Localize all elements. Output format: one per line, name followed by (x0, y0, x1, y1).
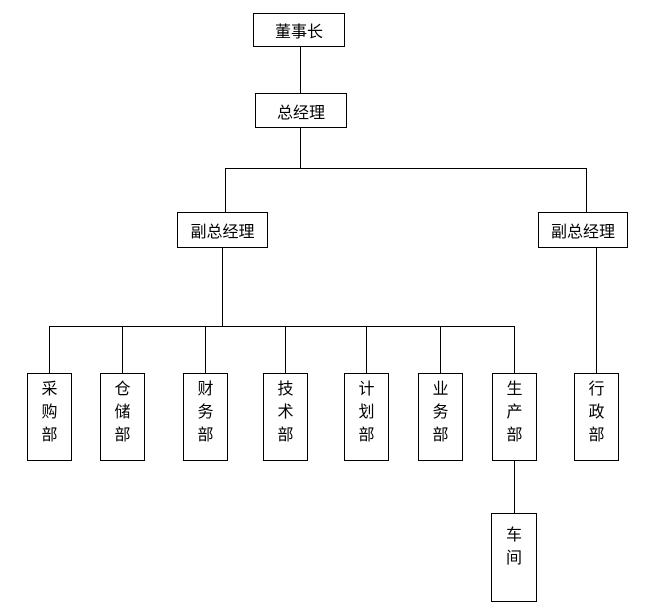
connector-drop-dept-4 (285, 326, 286, 373)
node-chairman-label: 董事长 (274, 24, 323, 41)
node-dept-finance-label: 财务部 (197, 380, 214, 444)
node-dept-finance: 财务部 (183, 373, 228, 461)
node-dept-business: 业务部 (418, 373, 463, 461)
node-dept-warehousing: 仓储部 (100, 373, 145, 461)
node-dept-technology: 技术部 (263, 373, 308, 461)
connector-deputy-left-drop (225, 168, 226, 212)
node-dept-purchasing: 采购部 (27, 373, 72, 461)
node-deputy-gm-left-label: 副总经理 (190, 224, 255, 241)
connector-drop-dept-7 (514, 326, 515, 373)
connector-gm-down (300, 128, 301, 168)
connector-deputy-right-drop (586, 168, 587, 212)
connector-drop-dept-6 (440, 326, 441, 373)
node-dept-planning: 计划部 (344, 373, 389, 461)
connector-deputy-horizontal (225, 168, 587, 169)
connector-deputy-right-down (596, 248, 597, 373)
node-deputy-gm-left: 副总经理 (177, 212, 268, 248)
node-chairman: 董事长 (253, 13, 345, 47)
node-general-manager-label: 总经理 (276, 104, 325, 122)
node-workshop: 车间 (491, 513, 537, 602)
connector-drop-dept-5 (366, 326, 367, 373)
connector-drop-dept-1 (49, 326, 50, 373)
node-dept-purchasing-label: 采购部 (41, 380, 58, 444)
node-general-manager: 总经理 (255, 93, 347, 128)
connector-departments-horizontal (49, 326, 515, 327)
node-dept-planning-label: 计划部 (358, 380, 375, 444)
node-dept-administration-label: 行政部 (588, 380, 605, 444)
node-dept-production-label: 生产部 (506, 380, 523, 444)
node-dept-warehousing-label: 仓储部 (114, 380, 131, 444)
node-workshop-label: 车间 (505, 527, 522, 567)
connector-drop-dept-3 (205, 326, 206, 373)
node-dept-production: 生产部 (492, 373, 537, 461)
node-dept-administration: 行政部 (574, 373, 619, 461)
node-dept-business-label: 业务部 (432, 380, 449, 444)
connector-chairman-gm (300, 47, 301, 93)
connector-production-workshop (514, 460, 515, 513)
connector-deputy-left-down (222, 248, 223, 326)
node-deputy-gm-right-label: 副总经理 (550, 224, 615, 241)
node-dept-technology-label: 技术部 (277, 380, 294, 444)
connector-drop-dept-2 (122, 326, 123, 373)
node-deputy-gm-right: 副总经理 (538, 212, 628, 248)
